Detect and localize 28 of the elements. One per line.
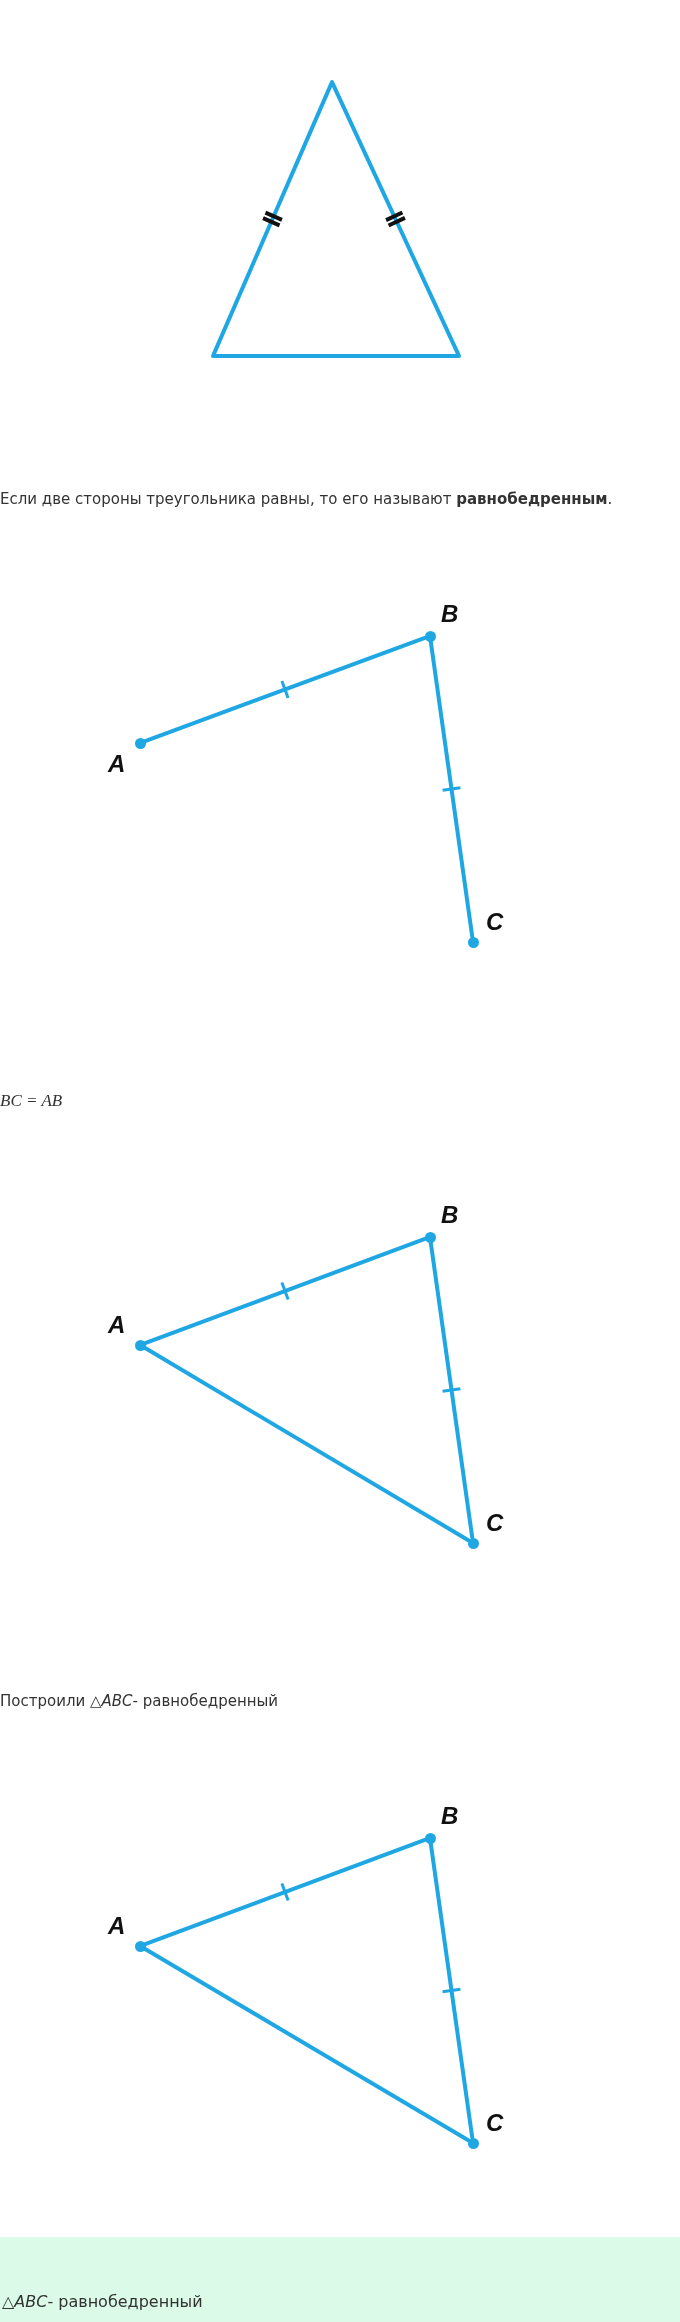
triangle-vertex <box>457 354 461 358</box>
answer-panel <box>0 2237 680 2322</box>
point-label: C <box>486 1511 504 1535</box>
triangle-side <box>142 1345 471 1543</box>
triangle-side <box>428 639 475 939</box>
point-label: A <box>108 752 126 776</box>
note-text: Если две стороны треугольника равны, то его называют равнобедренным. <box>0 489 613 510</box>
triangle-side <box>428 1841 475 2140</box>
point-label: B <box>441 1203 459 1227</box>
point-label: A <box>108 1313 126 1337</box>
triangle-side <box>213 354 459 358</box>
triangle-side <box>330 81 461 357</box>
point-label: B <box>441 1804 459 1828</box>
point-label: C <box>486 910 504 934</box>
point-label: A <box>108 1914 126 1938</box>
triangle-side <box>143 1236 427 1346</box>
triangle-side <box>143 1837 427 1947</box>
triangle-side <box>143 635 427 744</box>
answer-text: △ABC- равнобедренный <box>1 2291 204 2313</box>
point-label: C <box>486 2111 504 2135</box>
note-text: Построили △ABC- равнобедренный <box>0 1691 279 1712</box>
triangle-vertex <box>211 354 215 358</box>
triangle-side <box>211 81 334 357</box>
equation-text: BC = AB <box>0 1090 63 1112</box>
point-label: B <box>441 602 459 626</box>
triangle-vertex <box>330 80 334 84</box>
triangle-side <box>428 1240 475 1540</box>
triangle-side <box>142 1946 471 2143</box>
